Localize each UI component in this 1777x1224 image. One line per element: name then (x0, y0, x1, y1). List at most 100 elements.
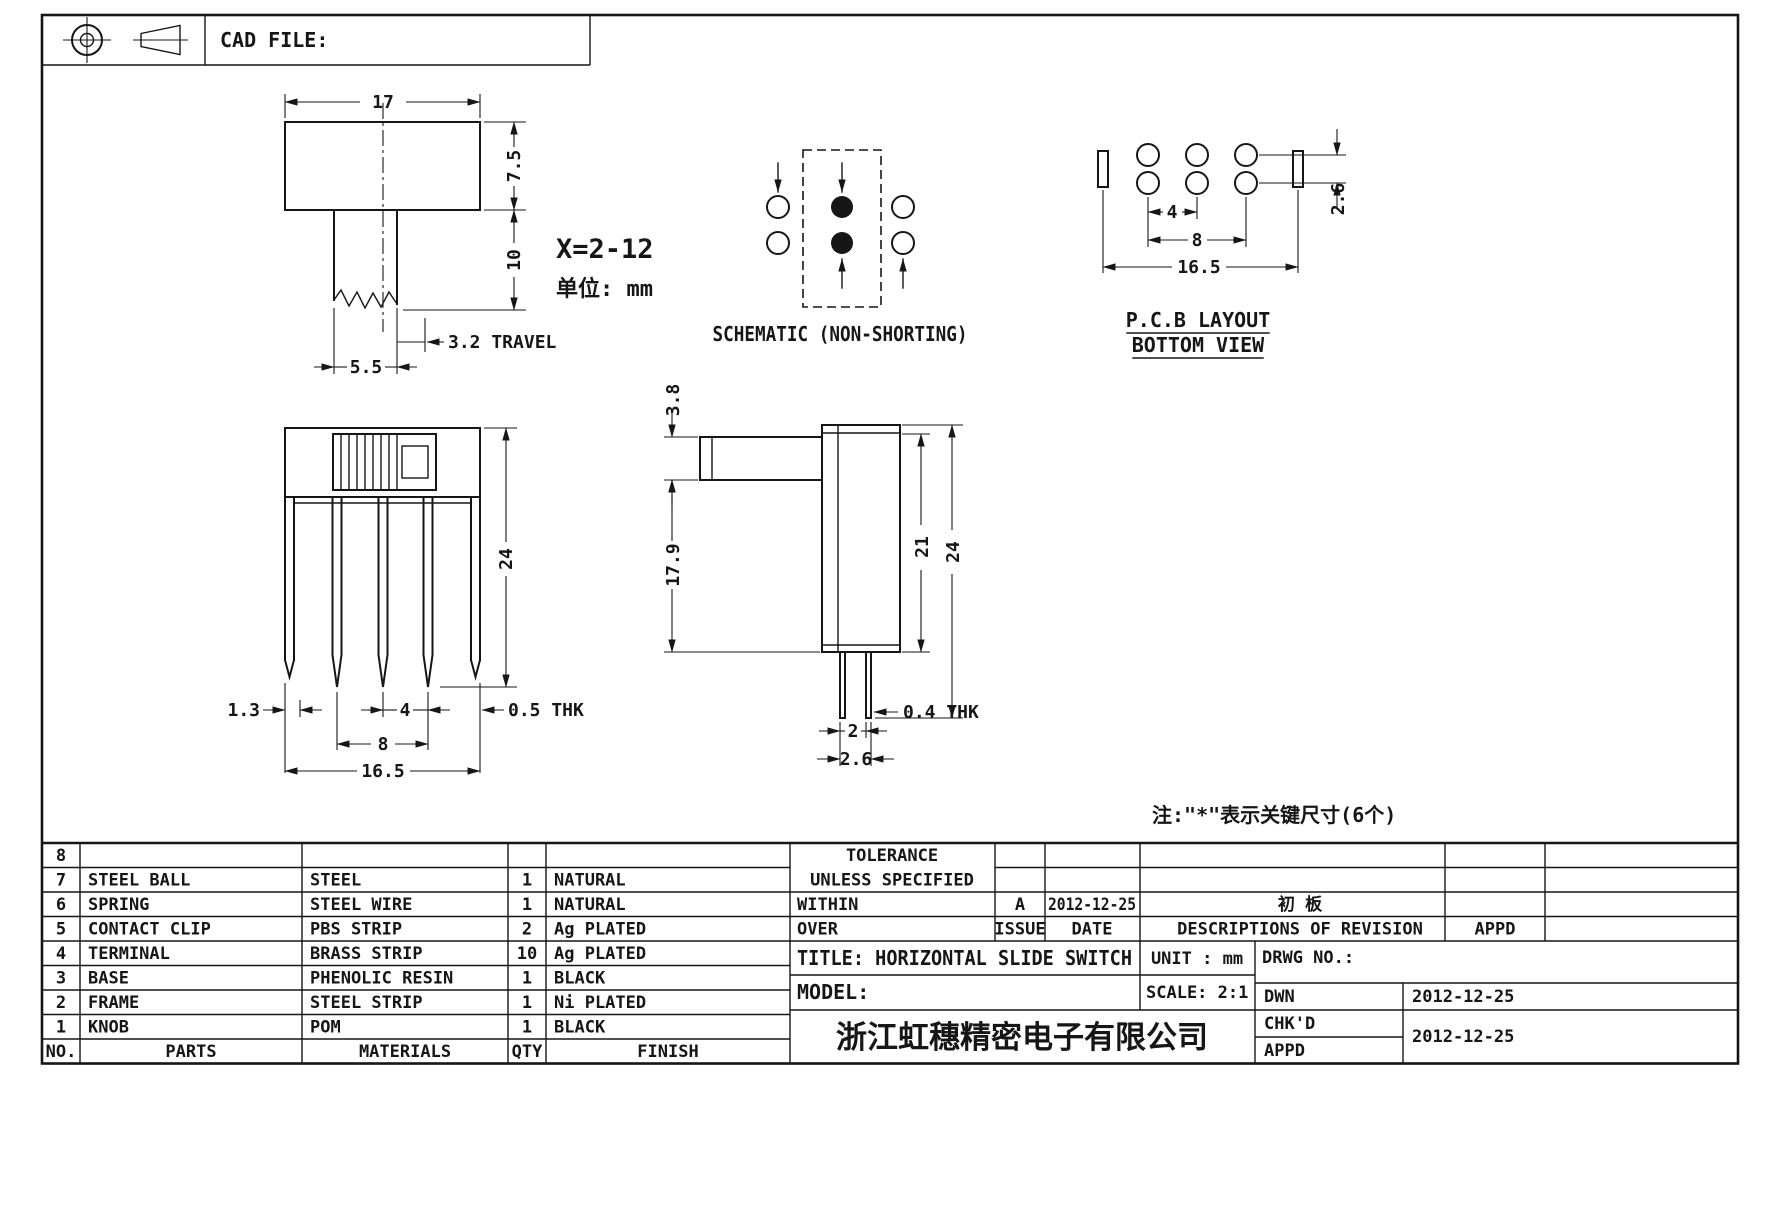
part-name: TERMINAL (88, 944, 170, 964)
dim-side-height: 24 (496, 548, 517, 570)
knob (332, 433, 437, 491)
col-header-qty: QTY (512, 1042, 543, 1062)
drwg-no-label: DRWG NO.: (1262, 948, 1354, 968)
part-material: PBS STRIP (310, 920, 402, 940)
pcb-hole (1234, 171, 1258, 195)
part-qty: 10 (517, 944, 537, 964)
dim-front-width: 17 (372, 92, 394, 113)
front-view: 17 7.5 10 3.2 TRAVEL 5.5 (284, 92, 557, 378)
revision-issue: A (1015, 895, 1025, 915)
parts-table: 8 7 STEEL BALL STEEL 1 NATURAL 6 SPRING … (46, 846, 699, 1062)
first-angle-projection-icon (63, 17, 111, 63)
mount-slot (1292, 150, 1304, 188)
dim-profile-stem-height: 3.8 (663, 384, 684, 417)
travel-arrows (774, 162, 907, 289)
pcb-caption-line2: BOTTOM VIEW (1132, 333, 1265, 357)
model-label: MODEL: (797, 980, 869, 1004)
profile-pins (839, 651, 872, 719)
row-no: 7 (56, 871, 66, 891)
terminal-circle (891, 231, 915, 255)
switch-body-outline (284, 121, 481, 211)
revision-date: 2012-12-25 (1048, 895, 1136, 915)
chkd-label: CHK'D (1264, 1014, 1315, 1034)
revision-description: 初 板 (1278, 894, 1323, 915)
row-no: 1 (56, 1018, 66, 1038)
part-finish: NATURAL (554, 871, 626, 891)
part-qty: 1 (522, 993, 532, 1013)
dwn-date: 2012-12-25 (1412, 987, 1514, 1007)
part-material: STEEL STRIP (310, 993, 423, 1013)
part-name: STEEL BALL (88, 871, 190, 891)
part-finish: Ni PLATED (554, 993, 646, 1013)
drawing-title: TITLE: HORIZONTAL SLIDE SWITCH (797, 946, 1132, 970)
pcb-hole (1185, 143, 1209, 167)
tolerance-subtitle: UNLESS SPECIFIED (810, 871, 974, 891)
schematic-dashed-box (802, 149, 882, 308)
knob-ridges (340, 433, 398, 491)
pcb-hole (1136, 171, 1160, 195)
dim-profile-pin-gap: 2 (848, 721, 859, 742)
dwn-label: DWN (1264, 987, 1295, 1007)
part-finish: NATURAL (554, 895, 626, 915)
descriptions-column-header: DESCRIPTIONS OF REVISION (1177, 920, 1423, 940)
dim-side-pin-pitch: 4 (400, 700, 411, 721)
pcb-hole (1185, 171, 1209, 195)
part-qty: 1 (522, 895, 532, 915)
over-label: OVER (797, 920, 839, 940)
dim-pcb-row-gap: 2.6 (1328, 183, 1349, 216)
dim-front-knob-width: 5.5 (350, 357, 383, 378)
row-no: 2 (56, 993, 66, 1013)
part-material: POM (310, 1018, 341, 1038)
scale-label: SCALE: 2:1 (1146, 983, 1248, 1003)
terminal-circle (766, 231, 790, 255)
part-finish: BLACK (554, 969, 606, 989)
dim-profile-pin-span: 2.6 (840, 749, 873, 770)
col-header-parts: PARTS (165, 1042, 216, 1062)
part-qty: 1 (522, 1018, 532, 1038)
switch-profile-body (821, 424, 901, 653)
dim-front-stem-length: 10 (504, 249, 525, 271)
company-name: 浙江虹穗精密电子有限公司 (836, 1020, 1208, 1056)
dim-front-travel: 3.2 TRAVEL (448, 332, 557, 353)
dimension-lines (664, 412, 963, 766)
break-line (333, 288, 398, 310)
part-name: SPRING (88, 895, 149, 915)
dimension-lines (284, 94, 526, 374)
key-dimension-note: 注:"*"表示关键尺寸(6个) (1152, 803, 1396, 827)
schematic-view: SCHEMATIC (NON-SHORTING) (713, 149, 968, 346)
appd-column-header: APPD (1475, 920, 1516, 940)
issue-column-header: ISSUE (994, 920, 1045, 940)
title-block: TOLERANCE UNLESS SPECIFIED WITHIN A 2012… (797, 846, 1515, 1061)
part-material: STEEL (310, 871, 361, 891)
dimension-lines (263, 427, 517, 775)
common-terminal-circle (831, 196, 853, 218)
terminal-circle (891, 195, 915, 219)
mount-slot (1097, 150, 1109, 188)
row-no: 8 (56, 846, 66, 866)
row-no: 3 (56, 969, 66, 989)
part-qty: 1 (522, 969, 532, 989)
part-material: BRASS STRIP (310, 944, 423, 964)
positions-note: X=2-12 (556, 234, 654, 265)
frame-band (284, 427, 481, 498)
profile-view: 3.8 17.9 21 24 0.4 THK 2 2.6 (663, 384, 979, 770)
schematic-caption: SCHEMATIC (NON-SHORTING) (713, 322, 968, 346)
part-material: PHENOLIC RESIN (310, 969, 453, 989)
dim-profile-total-height: 24 (943, 541, 964, 563)
drawing-notes: X=2-12 单位: mm (556, 234, 654, 302)
header-strip: CAD FILE: (42, 15, 591, 66)
part-finish: Ag PLATED (554, 944, 646, 964)
part-name: BASE (88, 969, 129, 989)
row-no: 5 (56, 920, 66, 940)
row-no: 6 (56, 895, 66, 915)
common-terminal-circle (831, 232, 853, 254)
col-header-materials: MATERIALS (359, 1042, 451, 1062)
pcb-caption-line1: P.C.B LAYOUT (1126, 308, 1271, 332)
unit-label: UNIT : mm (1151, 949, 1243, 969)
pcb-hole (1136, 143, 1160, 167)
sheet-border (40, 13, 1740, 1065)
col-header-finish: FINISH (637, 1042, 698, 1062)
dim-side-edge-to-pin: 1.3 (227, 700, 260, 721)
